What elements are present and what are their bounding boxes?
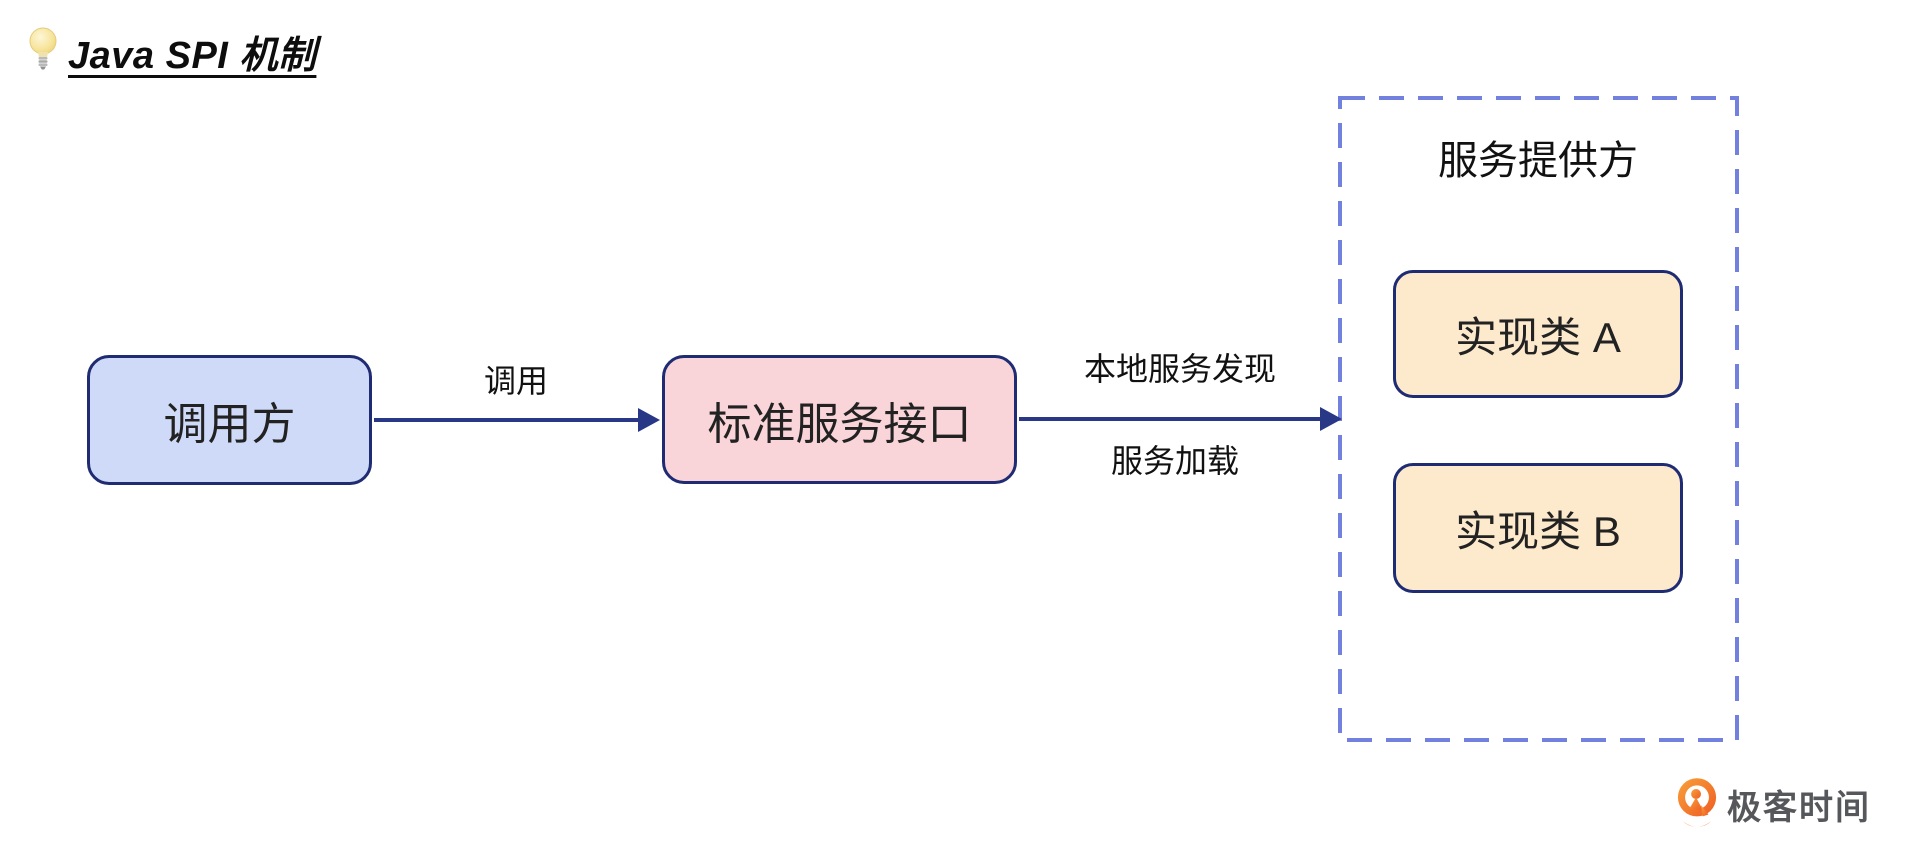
- node-interface: 标准服务接口: [662, 355, 1017, 484]
- edge-loading-label: 服务加载: [1110, 443, 1240, 479]
- edge-call-label: 调用: [483, 363, 549, 399]
- provider-container-title: 服务提供方: [1438, 139, 1638, 183]
- lightbulb-icon: [29, 27, 57, 70]
- edge-discovery-label: 本地服务发现: [1083, 351, 1277, 387]
- edge-call-arrowhead: [638, 408, 660, 432]
- node-interface-label: 标准服务接口: [707, 399, 972, 449]
- page-title: Java SPI 机制: [68, 35, 317, 77]
- header: Java SPI 机制: [28, 24, 322, 79]
- node-caller-label: 调用方: [163, 400, 296, 449]
- node-impl-b-label: 实现类 B: [1455, 507, 1621, 555]
- node-impl-a-label: 实现类 A: [1455, 313, 1621, 361]
- geektime-logo-icon: [1677, 778, 1717, 827]
- provider-dashed-border: [1338, 96, 1739, 742]
- node-impl-a: 实现类 A: [1393, 270, 1683, 398]
- geektime-logo-text: 极客时间: [1727, 788, 1871, 827]
- geektime-logo: 极客时间: [1676, 776, 1871, 832]
- node-caller: 调用方: [87, 355, 372, 485]
- edge-discovery-arrowhead: [1320, 407, 1342, 431]
- node-impl-b: 实现类 B: [1393, 463, 1683, 593]
